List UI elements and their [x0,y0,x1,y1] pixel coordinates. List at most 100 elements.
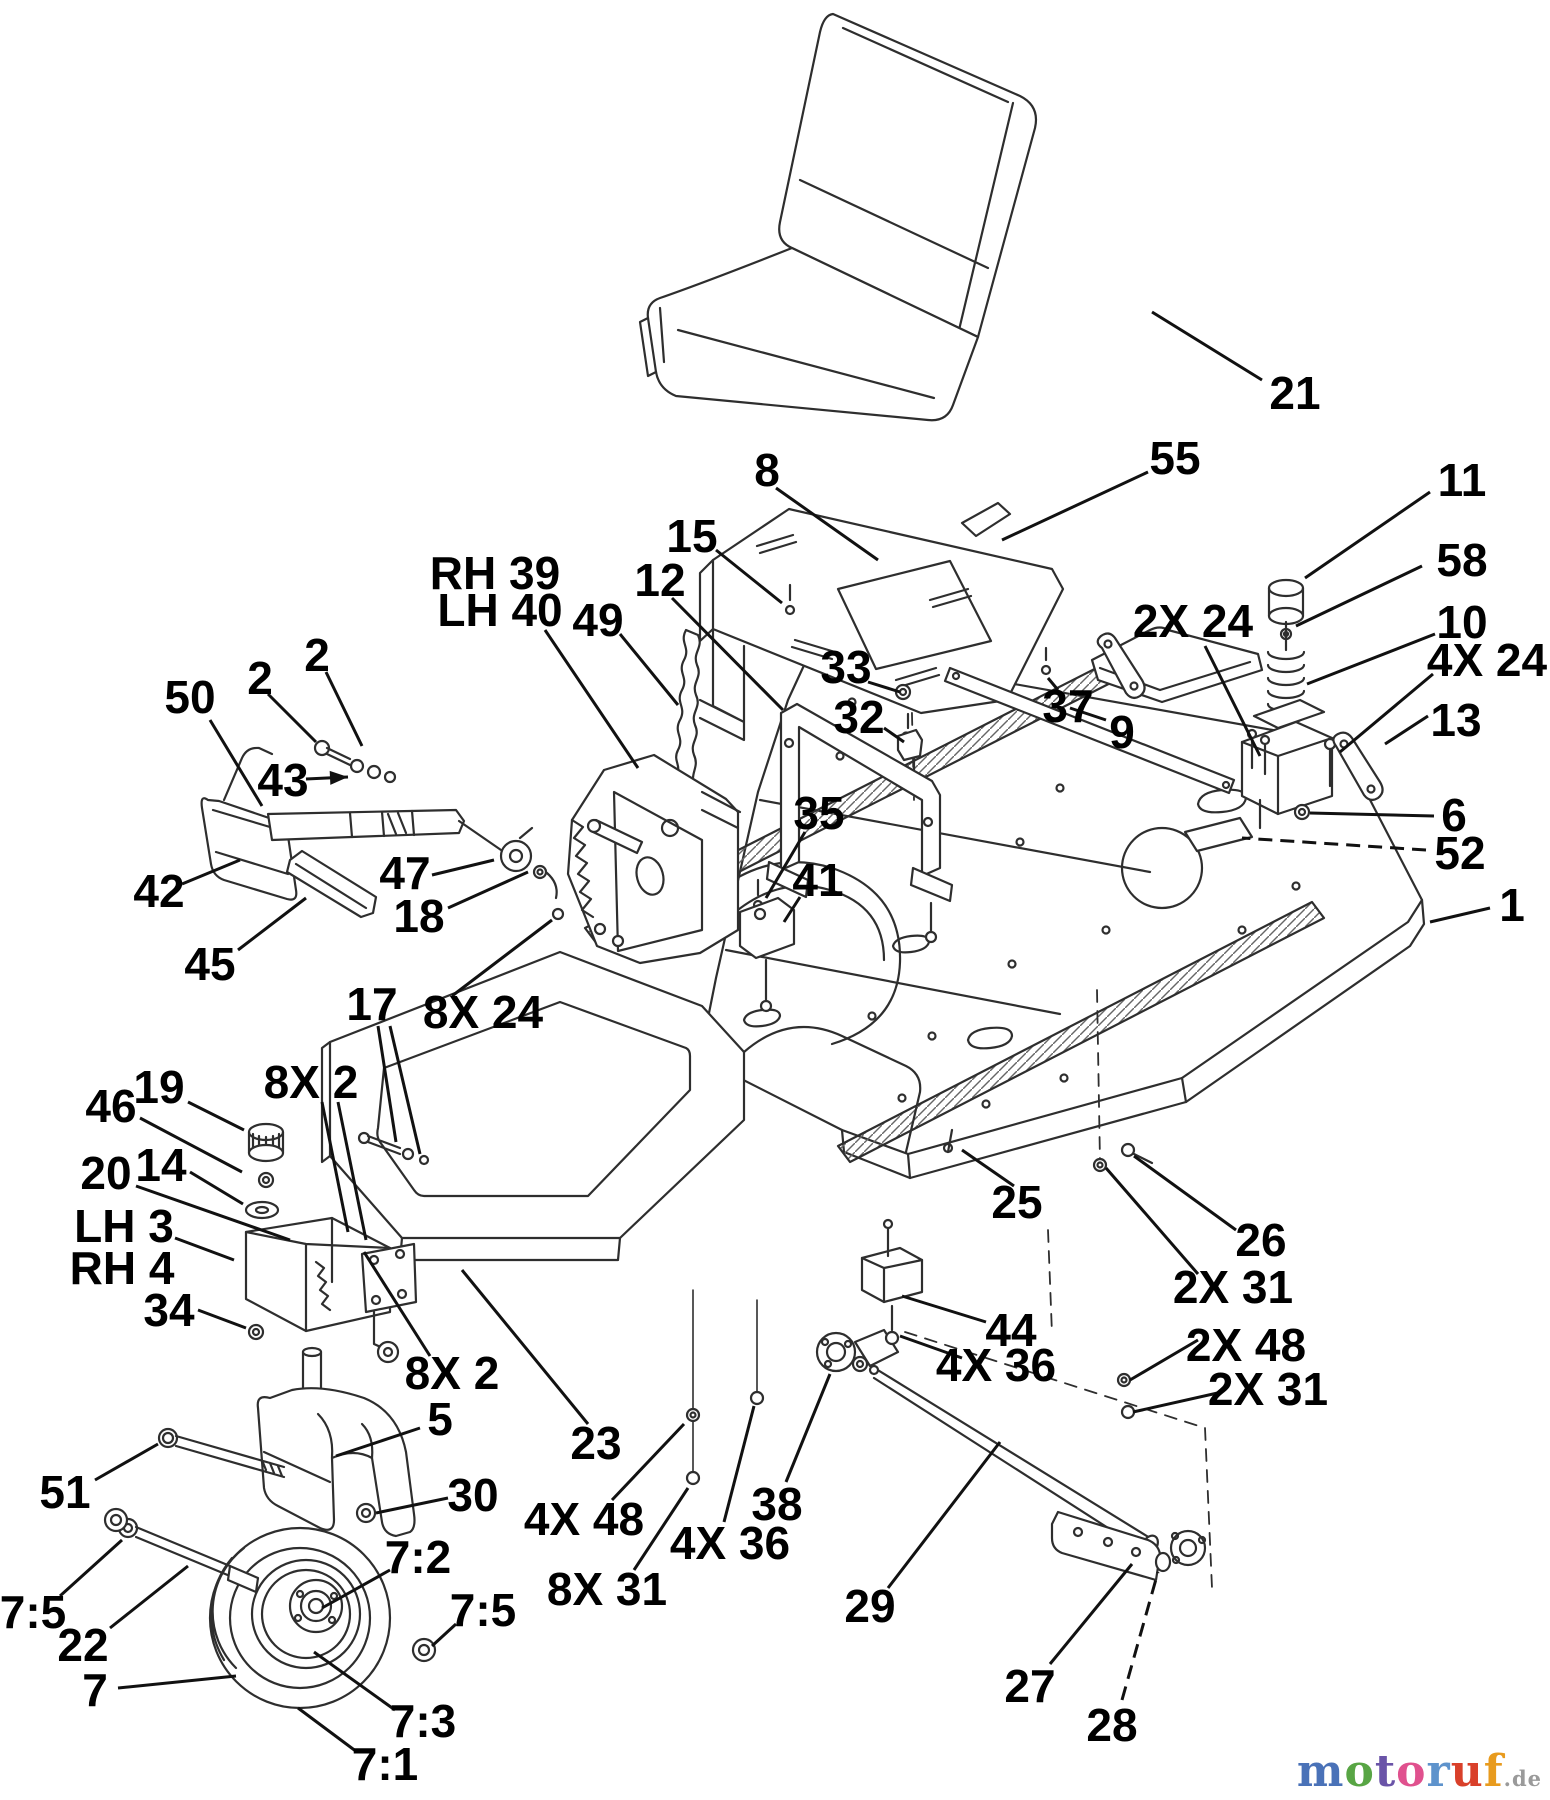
leader-line [961,1148,1015,1188]
watermark-suffix: .de [1503,1766,1542,1791]
part-label-58: 58 [1436,534,1487,586]
leader-line [784,1373,832,1483]
part-label-49: 49 [572,594,623,646]
part-label-14: 14 [135,1139,187,1191]
leader-line [1339,672,1434,754]
part-label-42: 42 [133,865,184,917]
part-label-12: 12 [634,554,685,606]
part-label-1: 1 [1499,879,1525,931]
leader-line [94,1442,159,1482]
leader-line [324,671,364,747]
leader-line [1306,632,1436,686]
leader-line [109,1564,189,1630]
leader-line [1120,1571,1160,1701]
leader-line [336,1101,368,1241]
caster-fork-part-5 [157,1387,416,1538]
part-label-55: 55 [1149,432,1200,484]
leader-line [181,858,241,886]
leader-line [58,1538,124,1598]
part-label-15: 15 [666,510,717,562]
leader-arrowhead [329,770,348,785]
part-label-43: 43 [257,754,308,806]
part-label-32: 32 [833,691,884,743]
leader-line [632,1487,690,1571]
part-label-7:5: 7:5 [450,1584,516,1636]
leader-line [460,1269,590,1425]
serrated-strip-part-49 [675,628,701,783]
part-label-34: 34 [143,1284,195,1336]
leader-line [297,1706,358,1754]
leader-line [197,1308,247,1330]
leader-line [899,1334,963,1360]
part-label-7:3: 7:3 [390,1695,456,1747]
part-label-7: 7 [82,1664,108,1716]
part-label-8X-2: 8X 2 [405,1347,500,1399]
part-label-6: 6 [1441,789,1467,841]
part-label-8X-31: 8X 31 [547,1563,667,1615]
part-label-2X-31: 2X 31 [1208,1363,1328,1415]
leader-line [187,1100,245,1132]
leader-line [376,1025,398,1143]
leader-line [670,596,785,712]
part-label-4X-24: 4X 24 [1427,634,1548,686]
sector-plate-part-39-40 [551,753,742,965]
caster-wheel-part-7 [103,1507,437,1710]
brace-bracket-part-41 [738,878,796,1013]
part-label-41: 41 [792,854,843,906]
leader-line [174,1236,235,1262]
leader-line [1309,811,1435,818]
leader-line [362,1251,432,1357]
leader-line [237,896,307,952]
part-label-17: 17 [346,978,397,1030]
leader-line [901,1294,987,1324]
leader-line [1384,714,1429,746]
leader-line [189,1170,244,1206]
part-label-7:5: 7:5 [0,1586,66,1638]
part-label-8X-24: 8X 24 [423,986,544,1038]
leader-line [117,1674,237,1690]
watermark-letter: u [1450,1746,1484,1797]
part-label-2X-24: 2X 24 [1133,595,1254,647]
lift-bar-part-9 [943,646,1236,795]
leader-line [1046,677,1060,691]
part-label-23: 23 [570,1417,621,1469]
leader-line [1132,1390,1223,1414]
leader-line [447,870,529,910]
leader-line [1151,310,1263,382]
part-label-27: 27 [1004,1660,1055,1712]
part-label-11: 11 [1438,454,1487,506]
leader-line [715,548,783,605]
part-label-46: 46 [85,1080,136,1132]
leader-line [388,1025,422,1155]
leader-line [722,1405,756,1523]
leader-line [321,1568,391,1610]
leader-line [320,1101,350,1233]
watermark-letter: m [1296,1746,1345,1797]
part-label-35: 35 [793,787,844,839]
u-bracket-part-12 [765,683,954,944]
leader-line [375,1496,449,1515]
leader-line [266,692,318,744]
part-label-28: 28 [1086,1699,1137,1751]
part-label-4X-36: 4X 36 [670,1517,790,1569]
part-label-2X-31: 2X 31 [1173,1261,1293,1313]
part-label-22: 22 [57,1619,108,1671]
leader-line [1001,470,1149,542]
part-label-RH-39: RH 39 [430,547,560,599]
part-label-4X-48: 4X 48 [524,1493,644,1545]
watermark-word: motoruf [1297,1746,1504,1797]
part-label-21: 21 [1269,367,1320,419]
leader-line [618,633,680,706]
leader-line [1429,906,1491,924]
leader-line [764,831,807,899]
motoruf-watermark: motoruf.de [1297,1750,1542,1794]
part-label-RH-4: RH 4 [70,1242,175,1294]
leader-line [1129,1338,1199,1382]
leader-line [313,1650,396,1712]
part-label-LH-40: LH 40 [437,584,562,636]
part-label-29: 29 [844,1580,895,1632]
part-label-52: 52 [1434,827,1485,879]
